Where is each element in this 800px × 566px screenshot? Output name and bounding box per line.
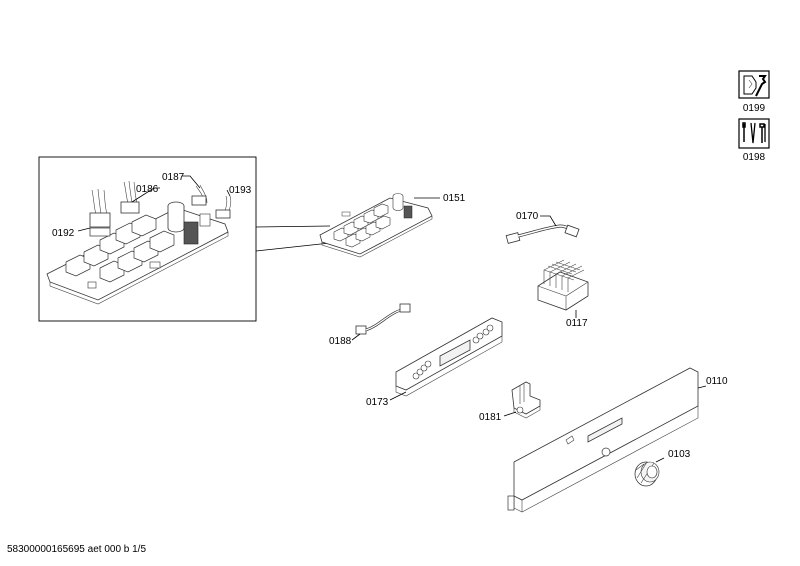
label-0151: 0151 bbox=[443, 193, 466, 204]
icon-label-0199: 0199 bbox=[743, 103, 766, 114]
label-0181: 0181 bbox=[479, 412, 502, 423]
part-0187-connector[interactable] bbox=[191, 184, 208, 206]
label-0110: 0110 bbox=[706, 376, 728, 387]
label-0193: 0193 bbox=[229, 185, 252, 196]
label-0170: 0170 bbox=[516, 211, 539, 222]
part-0186-connector[interactable] bbox=[120, 180, 140, 214]
label-0117: 0117 bbox=[566, 318, 588, 329]
part-0192-connector[interactable] bbox=[89, 188, 111, 237]
part-0110-fascia[interactable] bbox=[507, 367, 699, 513]
pcb-detail[interactable] bbox=[46, 201, 229, 305]
tools-icon[interactable] bbox=[738, 118, 770, 149]
part-0193-connector[interactable] bbox=[215, 195, 232, 219]
document-footer: 58300000165695 aet 000 b 1/5 bbox=[7, 544, 147, 555]
part-0188-cable[interactable] bbox=[355, 303, 411, 335]
label-0192: 0192 bbox=[52, 228, 75, 239]
part-0170-cable[interactable] bbox=[505, 224, 580, 244]
part-0151-pcb[interactable] bbox=[319, 193, 433, 258]
label-0103: 0103 bbox=[668, 449, 691, 460]
wrench-icon[interactable] bbox=[738, 70, 770, 99]
part-0173-control-panel[interactable] bbox=[395, 317, 503, 397]
part-0117-heatsink[interactable] bbox=[537, 259, 589, 311]
label-0173: 0173 bbox=[366, 397, 389, 408]
label-0187: 0187 bbox=[162, 172, 185, 183]
label-0188: 0188 bbox=[329, 336, 352, 347]
part-0103-knob[interactable] bbox=[634, 461, 660, 487]
label-0186: 0186 bbox=[136, 184, 159, 195]
icon-label-0198: 0198 bbox=[743, 152, 766, 163]
part-0181-bracket[interactable] bbox=[511, 381, 541, 419]
